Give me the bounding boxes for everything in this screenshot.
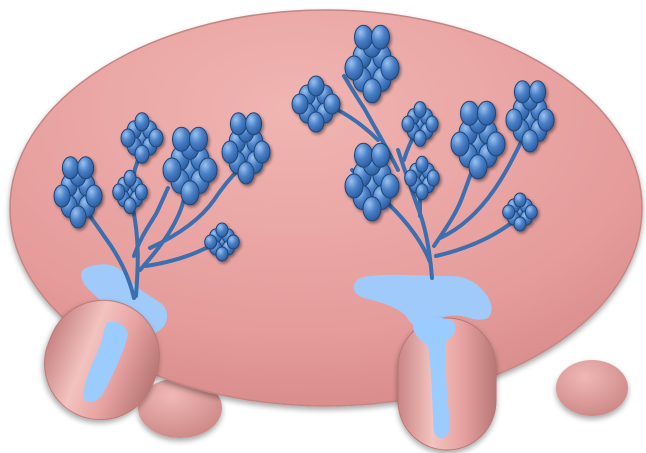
bead bbox=[62, 157, 78, 179]
bead bbox=[372, 25, 390, 49]
bead bbox=[238, 162, 254, 184]
bead bbox=[227, 235, 239, 249]
bead bbox=[124, 198, 136, 214]
bead bbox=[113, 184, 125, 200]
bead bbox=[86, 185, 102, 207]
bead bbox=[308, 76, 324, 96]
bead bbox=[461, 101, 479, 125]
bead bbox=[514, 193, 526, 207]
bead bbox=[222, 141, 238, 163]
bead bbox=[70, 206, 86, 228]
bead bbox=[426, 116, 438, 132]
bead bbox=[205, 235, 217, 249]
bead bbox=[538, 109, 554, 131]
bead bbox=[121, 129, 135, 147]
bead bbox=[163, 158, 181, 182]
bead bbox=[514, 217, 526, 231]
bead bbox=[308, 112, 324, 132]
bead bbox=[405, 170, 417, 186]
bead bbox=[173, 127, 191, 151]
bead bbox=[78, 157, 94, 179]
bead bbox=[478, 101, 496, 125]
bead bbox=[345, 56, 363, 80]
bead bbox=[487, 132, 505, 156]
bead bbox=[514, 81, 530, 103]
bead bbox=[525, 205, 537, 219]
bead bbox=[135, 145, 149, 163]
bead bbox=[345, 174, 363, 198]
bead bbox=[135, 184, 147, 200]
bead bbox=[522, 130, 538, 152]
bead bbox=[135, 113, 149, 131]
bead bbox=[414, 102, 426, 118]
bead bbox=[190, 127, 208, 151]
bead bbox=[372, 143, 390, 167]
bead bbox=[530, 81, 546, 103]
bead bbox=[230, 113, 246, 135]
bead bbox=[416, 156, 428, 172]
bead bbox=[124, 170, 136, 186]
bead bbox=[469, 155, 487, 179]
bead bbox=[254, 141, 270, 163]
bead bbox=[324, 94, 340, 114]
bead bbox=[427, 170, 439, 186]
bead bbox=[503, 205, 515, 219]
bead bbox=[54, 185, 70, 207]
nub-right bbox=[556, 360, 628, 416]
bead bbox=[416, 184, 428, 200]
bead bbox=[181, 181, 199, 205]
bead bbox=[216, 247, 228, 261]
leg-right bbox=[398, 318, 496, 451]
bead bbox=[355, 143, 373, 167]
bead bbox=[216, 223, 228, 237]
bead bbox=[246, 113, 262, 135]
bead bbox=[506, 109, 522, 131]
bead bbox=[381, 56, 399, 80]
bead bbox=[292, 94, 308, 114]
bead bbox=[451, 132, 469, 156]
bead bbox=[381, 174, 399, 198]
bead bbox=[363, 197, 381, 221]
bead bbox=[199, 158, 217, 182]
bead bbox=[402, 116, 414, 132]
bead bbox=[363, 79, 381, 103]
bead bbox=[355, 25, 373, 49]
bead bbox=[149, 129, 163, 147]
bead bbox=[414, 130, 426, 146]
